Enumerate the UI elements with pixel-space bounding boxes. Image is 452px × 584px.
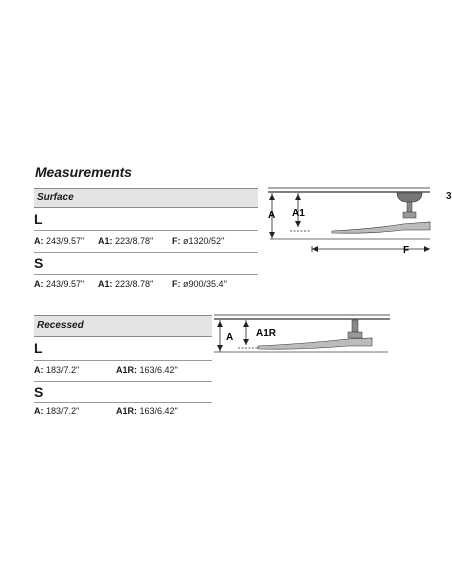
spec-a1: A1: 223/8.78" — [98, 236, 154, 246]
recessed-diagram-svg: A A1R — [214, 314, 390, 353]
divider — [34, 252, 258, 253]
surface-l-specs: A: 243/9.57" A1: 223/8.78" F: ø1320/52'' — [34, 236, 258, 248]
divider — [34, 274, 258, 275]
surface-section-header: Surface — [34, 188, 258, 208]
spec-a: A: 243/9.57" — [34, 279, 85, 289]
page-title: Measurements — [35, 164, 132, 180]
divider — [34, 230, 258, 231]
surface-size-s-label: S — [34, 255, 44, 271]
surface-size-l-label: L — [34, 211, 43, 227]
surface-diagram-svg: A A1 F — [268, 187, 431, 256]
spec-a: A: 183/7.2" — [34, 406, 80, 416]
divider — [34, 402, 212, 403]
recessed-l-specs: A: 183/7.2" A1R: 163/6.42" — [34, 365, 212, 377]
label-a1r: A1R — [256, 328, 277, 339]
spec-a1r: A1R: 163/6.42" — [116, 406, 178, 416]
divider — [34, 360, 212, 361]
recessed-size-l-label: L — [34, 340, 43, 356]
spec-f: F: ø900/35.4'' — [172, 279, 227, 289]
label-a: A — [226, 332, 233, 343]
recessed-mount-diagram: A A1R — [212, 312, 392, 358]
spec-a1: A1: 223/8.78" — [98, 279, 154, 289]
surface-s-specs: A: 243/9.57" A1: 223/8.78" F: ø900/35.4'… — [34, 279, 258, 291]
spec-a1r: A1R: 163/6.42" — [116, 365, 178, 375]
surface-header-label: Surface — [37, 192, 74, 203]
edge-mark: 3 — [446, 191, 452, 202]
recessed-s-specs: A: 183/7.2" A1R: 163/6.42" — [34, 406, 212, 418]
spec-a: A: 243/9.57" — [34, 236, 85, 246]
divider — [34, 381, 212, 382]
surface-mount-diagram: A A1 F — [262, 186, 432, 258]
spec-f: F: ø1320/52'' — [172, 236, 225, 246]
recessed-header-label: Recessed — [37, 320, 84, 331]
recessed-size-s-label: S — [34, 384, 44, 400]
label-a1: A1 — [292, 208, 305, 219]
spec-a: A: 183/7.2" — [34, 365, 80, 375]
recessed-section-header: Recessed — [34, 315, 212, 337]
label-a: A — [268, 210, 275, 221]
label-f: F — [403, 245, 409, 256]
